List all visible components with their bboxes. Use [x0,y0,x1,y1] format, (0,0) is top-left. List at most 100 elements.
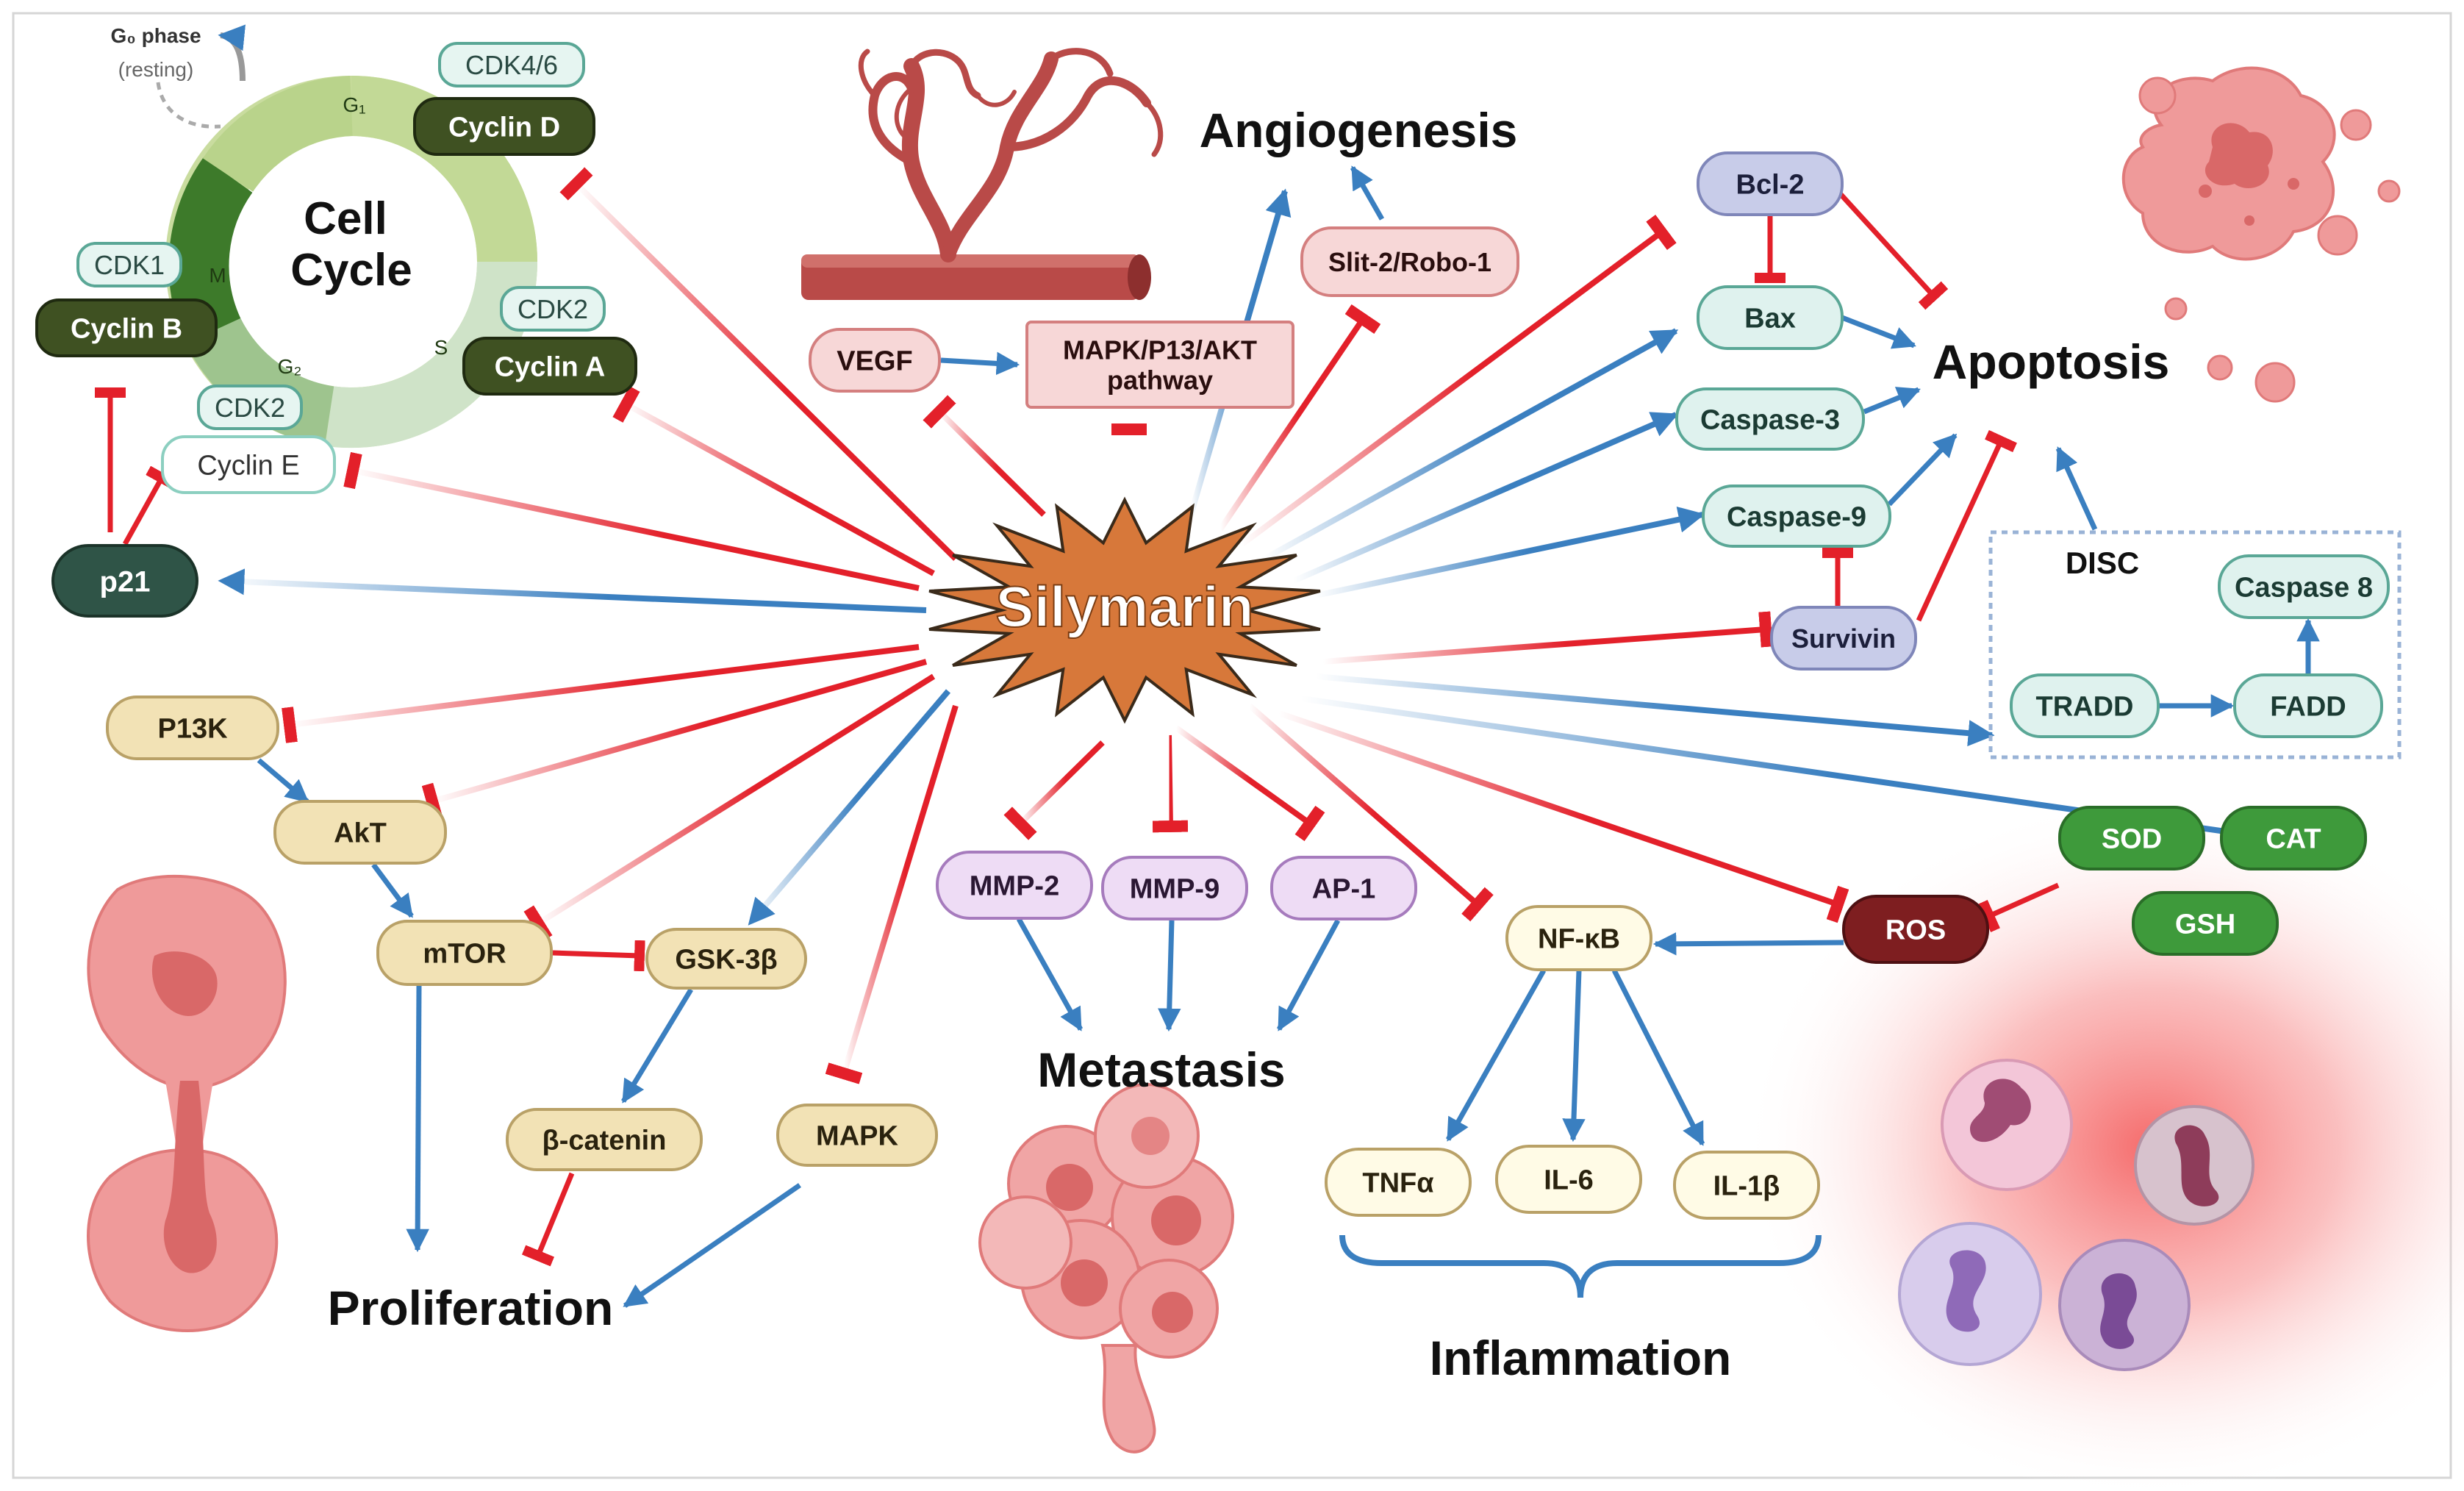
inhibition-arrow-35 [1916,429,2018,622]
node-gsh: GSH [2132,891,2279,956]
node-cyclin-d: Cyclin D [413,97,595,156]
metastasis-label: Metastasis [1037,1043,1286,1097]
node-caspase9-shape [1702,485,1891,548]
node-bcl2-shape [1697,151,1844,216]
node-nfkb: NF-κB [1505,905,1652,971]
inhibition-arrow-1 [343,451,920,591]
node-mapk-pathway-label-1: MAPK/P13/AKT [1063,335,1257,365]
node-caspase9: Caspase-9 [1702,485,1891,548]
node-mapk-pathway-label-2: pathway [1107,365,1213,396]
node-cyclin-a-label: Cyclin A [495,352,606,383]
node-cyclin-b-shape [35,298,218,357]
node-cyclin-e: Cyclin E [161,435,336,494]
node-caspase3-label: Caspase-3 [1700,405,1840,436]
activation-arrow-27 [940,351,1020,376]
activation-arrow-44 [1016,918,1084,1031]
inhibition-arrow-15 [1278,710,1849,923]
node-tradd-label: TRADD [2036,692,2134,723]
activation-arrow-33 [1887,433,1958,507]
disc-label: DISC [2066,546,2139,580]
node-vegf-label: VEGF [837,346,912,377]
activation-arrow-9 [1263,328,1679,562]
node-tnfa-shape [1325,1148,1472,1217]
node-p13k-shape [106,696,279,760]
node-il1b-label: IL-1β [1713,1171,1780,1202]
node-gsk3b-shape [645,928,807,990]
node-p21-label: p21 [100,565,151,598]
activation-arrow-45 [1158,920,1181,1032]
node-vegf: VEGF [809,328,941,393]
node-caspase3-shape [1675,387,1865,451]
node-cyclin-d-shape [413,97,595,156]
cell-cycle-title: Cell [304,193,387,244]
node-cdk2-e-shape [197,385,303,430]
node-caspase8-label: Caspase 8 [2235,573,2373,604]
inhibition-arrow-30 [1837,190,1949,310]
activation-arrow-48 [371,862,414,918]
node-mtor-label: mTOR [423,939,506,970]
node-akt-label: AkT [334,818,387,849]
node-gsh-shape [2132,891,2279,956]
cell-cycle-title-2: Cycle [290,245,412,296]
inflammation-brace [1339,1234,1822,1298]
node-mapk-shape [776,1104,938,1167]
node-nfkb-shape [1505,905,1652,971]
immune-cells-icon [1898,1059,2255,1371]
activation-arrow-46 [1276,919,1341,1031]
inhibition-arrow-39 [1978,882,2060,933]
g1-phase-label: G₁ [343,93,365,116]
node-cyclin-e-shape [161,435,336,494]
node-tnfa: TNFα [1325,1148,1472,1217]
node-gsk3b-label: GSK-3β [675,945,777,976]
node-mapk-pathway-shape [1025,321,1294,409]
node-mmp2-shape [936,851,1093,920]
node-cdk1-label: CDK1 [94,250,165,280]
inhibition-arrow-17 [1174,725,1325,842]
node-slit2-shape [1300,226,1519,297]
node-p13k-label: P13K [157,714,228,745]
s-phase-label: S [434,336,448,359]
node-cyclin-b: Cyclin B [35,298,218,357]
metastatic-cells-icon [978,1083,1234,1454]
node-bcatenin: β-catenin [506,1108,703,1171]
node-tnfa-label: TNFα [1362,1168,1433,1199]
node-sod-shape [2058,806,2205,870]
node-p13k: P13K [106,696,279,760]
inhibition-arrow-3 [559,167,958,561]
node-cdk46: CDK4/6 [438,42,585,87]
activation-arrow-42 [1562,970,1586,1143]
inhibition-arrow-2 [612,386,935,576]
node-cat-label: CAT [2266,824,2321,855]
node-mmp2: MMP-2 [936,851,1093,920]
node-cdk1-shape [76,242,182,287]
node-ap1: AP-1 [1270,856,1417,920]
node-mapk: MAPK [776,1104,938,1167]
activation-arrow-49 [406,984,429,1253]
node-tradd: TRADD [2010,673,2160,738]
node-cdk2-e: CDK2 [197,385,303,430]
node-il6-shape [1495,1145,1642,1214]
node-mmp9: MMP-9 [1101,856,1248,920]
node-mtor-shape [376,920,553,986]
inhibition-arrow-16 [1247,703,1494,922]
node-mmp9-label: MMP-9 [1130,874,1220,905]
node-cdk2-e-label: CDK2 [215,393,285,423]
node-ros: ROS [1842,895,1989,964]
silymarin-label: Silymarin [995,574,1253,639]
node-ros-label: ROS [1885,915,1946,946]
node-cat-shape [2220,806,2367,870]
activation-arrow-32 [1863,387,1921,415]
inhibition-arrow-18 [1152,734,1189,833]
node-sod-label: SOD [2102,824,2162,855]
node-bax-shape [1697,285,1844,350]
node-fadd: FADD [2233,673,2383,738]
node-bcl2-label: Bcl-2 [1736,170,1805,201]
node-mtor: mTOR [376,920,553,986]
node-p21-shape [51,544,198,618]
node-ap1-shape [1270,856,1417,920]
activation-arrow-0 [218,568,927,613]
m-phase-label: M [209,264,226,287]
activation-arrow-10 [1292,412,1679,584]
node-mapk-label: MAPK [816,1121,898,1152]
